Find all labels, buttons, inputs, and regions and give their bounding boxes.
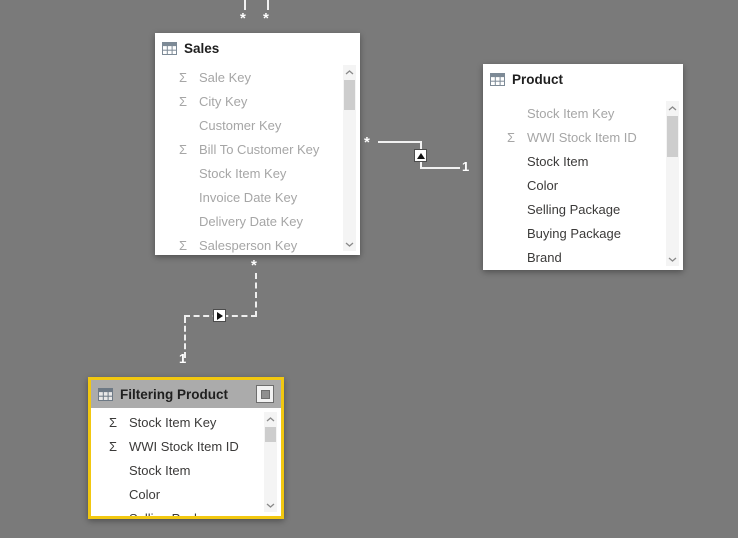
field-row[interactable]: Σ Bill To Customer Key (155, 137, 360, 161)
field-row[interactable]: Color (91, 482, 281, 506)
field-name: Brand (527, 249, 562, 265)
scroll-up-button[interactable] (666, 101, 679, 115)
field-name: WWI Stock Item ID (129, 438, 239, 454)
field-row[interactable]: Σ WWI Stock Item ID (91, 434, 281, 458)
field-name: Salesperson Key (199, 237, 298, 253)
table-card-sales[interactable]: Sales Σ Sale Key Σ City Key Customer Key Σ… (155, 33, 360, 255)
scrollbar-track[interactable] (264, 426, 277, 498)
table-icon (490, 72, 505, 86)
filter-direction-node[interactable] (213, 309, 226, 322)
sum-icon: Σ (179, 69, 188, 85)
sum-icon: Σ (179, 141, 188, 157)
field-row[interactable]: Stock Item Key (155, 161, 360, 185)
field-row[interactable]: Stock Item Key (483, 101, 683, 125)
field-row[interactable]: Stock Item (483, 149, 683, 173)
scroll-down-button[interactable] (264, 498, 277, 512)
scrollbar-track[interactable] (666, 115, 679, 252)
field-name: Color (129, 486, 161, 502)
cardinality-one-label: 1 (179, 351, 187, 366)
field-name: Stock Item Key (527, 105, 615, 121)
table-card-header[interactable]: Product (483, 64, 683, 94)
table-card-header[interactable]: Sales (155, 33, 360, 63)
filter-direction-node[interactable] (414, 149, 427, 162)
scroll-down-button[interactable] (343, 237, 356, 251)
field-name: WWI Stock Item ID (527, 129, 637, 145)
field-row[interactable]: Customer Key (155, 113, 360, 137)
field-name: Stock Item Key (199, 165, 287, 181)
field-name: Customer Key (199, 117, 282, 133)
field-row[interactable]: Selling Package (91, 506, 281, 519)
field-name: Invoice Date Key (199, 189, 298, 205)
filter-direction-arrow-icon (416, 152, 425, 159)
cardinality-one-label: 1 (462, 159, 470, 174)
relationship-line-sales-filtering-product[interactable] (255, 273, 257, 317)
scrollbar-thumb[interactable] (667, 116, 678, 157)
filter-direction-arrow-icon (216, 311, 223, 320)
field-name: Stock Item Key (129, 414, 217, 430)
collapse-card-button[interactable] (256, 385, 274, 403)
field-name: Stock Item (527, 153, 589, 169)
relationship-line-sales-product[interactable] (378, 141, 422, 143)
scroll-down-button[interactable] (666, 252, 679, 266)
scroll-up-button[interactable] (343, 65, 356, 79)
field-row[interactable]: Brand (483, 245, 683, 269)
field-row[interactable]: Invoice Date Key (155, 185, 360, 209)
field-name: Stock Item (129, 462, 191, 478)
field-name: Bill To Customer Key (199, 141, 320, 157)
field-name: Color (527, 177, 559, 193)
cardinality-many-label: * (263, 10, 269, 27)
field-row[interactable]: Delivery Date Key (155, 209, 360, 233)
scrollbar[interactable] (666, 101, 679, 266)
table-icon (98, 387, 113, 401)
scrollbar-thumb[interactable] (265, 427, 276, 442)
table-card-header[interactable]: Filtering Product (91, 380, 281, 408)
sum-icon: Σ (109, 438, 118, 454)
scrollbar-track[interactable] (343, 79, 356, 237)
relationship-line-sales-filtering-product[interactable] (184, 317, 186, 358)
field-row[interactable]: Σ City Key (155, 89, 360, 113)
scrollbar-thumb[interactable] (344, 80, 355, 110)
table-icon (162, 41, 177, 55)
table-title: Sales (184, 40, 220, 56)
relationship-line-offscreen-1[interactable] (244, 0, 246, 10)
collapse-card-icon (260, 389, 270, 399)
relationship-line-offscreen-2[interactable] (267, 0, 269, 10)
field-row[interactable]: Σ Sale Key (155, 65, 360, 89)
field-name: Delivery Date Key (199, 213, 304, 229)
cardinality-many-label: * (364, 134, 370, 151)
field-name: Selling Package (129, 510, 223, 519)
scrollbar[interactable] (343, 65, 356, 251)
table-title: Filtering Product (120, 386, 228, 402)
table-card-filtering-product[interactable]: Filtering Product Σ Stock Item Key Σ WWI S… (88, 377, 284, 519)
field-row[interactable]: Color (483, 173, 683, 197)
sum-icon: Σ (109, 414, 118, 430)
field-name: Sale Key (199, 69, 252, 85)
table-card-product[interactable]: Product Stock Item Key Σ WWI Stock Item I… (483, 64, 683, 270)
field-row[interactable]: Σ Salesperson Key (155, 233, 360, 255)
relationship-line-sales-product[interactable] (420, 167, 460, 169)
field-name: Selling Package (527, 201, 621, 217)
field-row[interactable]: Σ Stock Item Key (91, 410, 281, 434)
field-name: Buying Package (527, 225, 621, 241)
field-row[interactable]: Σ WWI Stock Item ID (483, 125, 683, 149)
field-name: City Key (199, 93, 248, 109)
sum-icon: Σ (507, 129, 516, 145)
cardinality-many-label: * (251, 257, 257, 274)
sum-icon: Σ (179, 93, 188, 109)
table-title: Product (512, 71, 564, 87)
cardinality-many-label: * (240, 10, 246, 27)
scroll-up-button[interactable] (264, 412, 277, 426)
field-row[interactable]: Buying Package (483, 221, 683, 245)
scrollbar[interactable] (264, 412, 277, 512)
field-row[interactable]: Selling Package (483, 197, 683, 221)
sum-icon: Σ (179, 237, 188, 253)
field-row[interactable]: Stock Item (91, 458, 281, 482)
